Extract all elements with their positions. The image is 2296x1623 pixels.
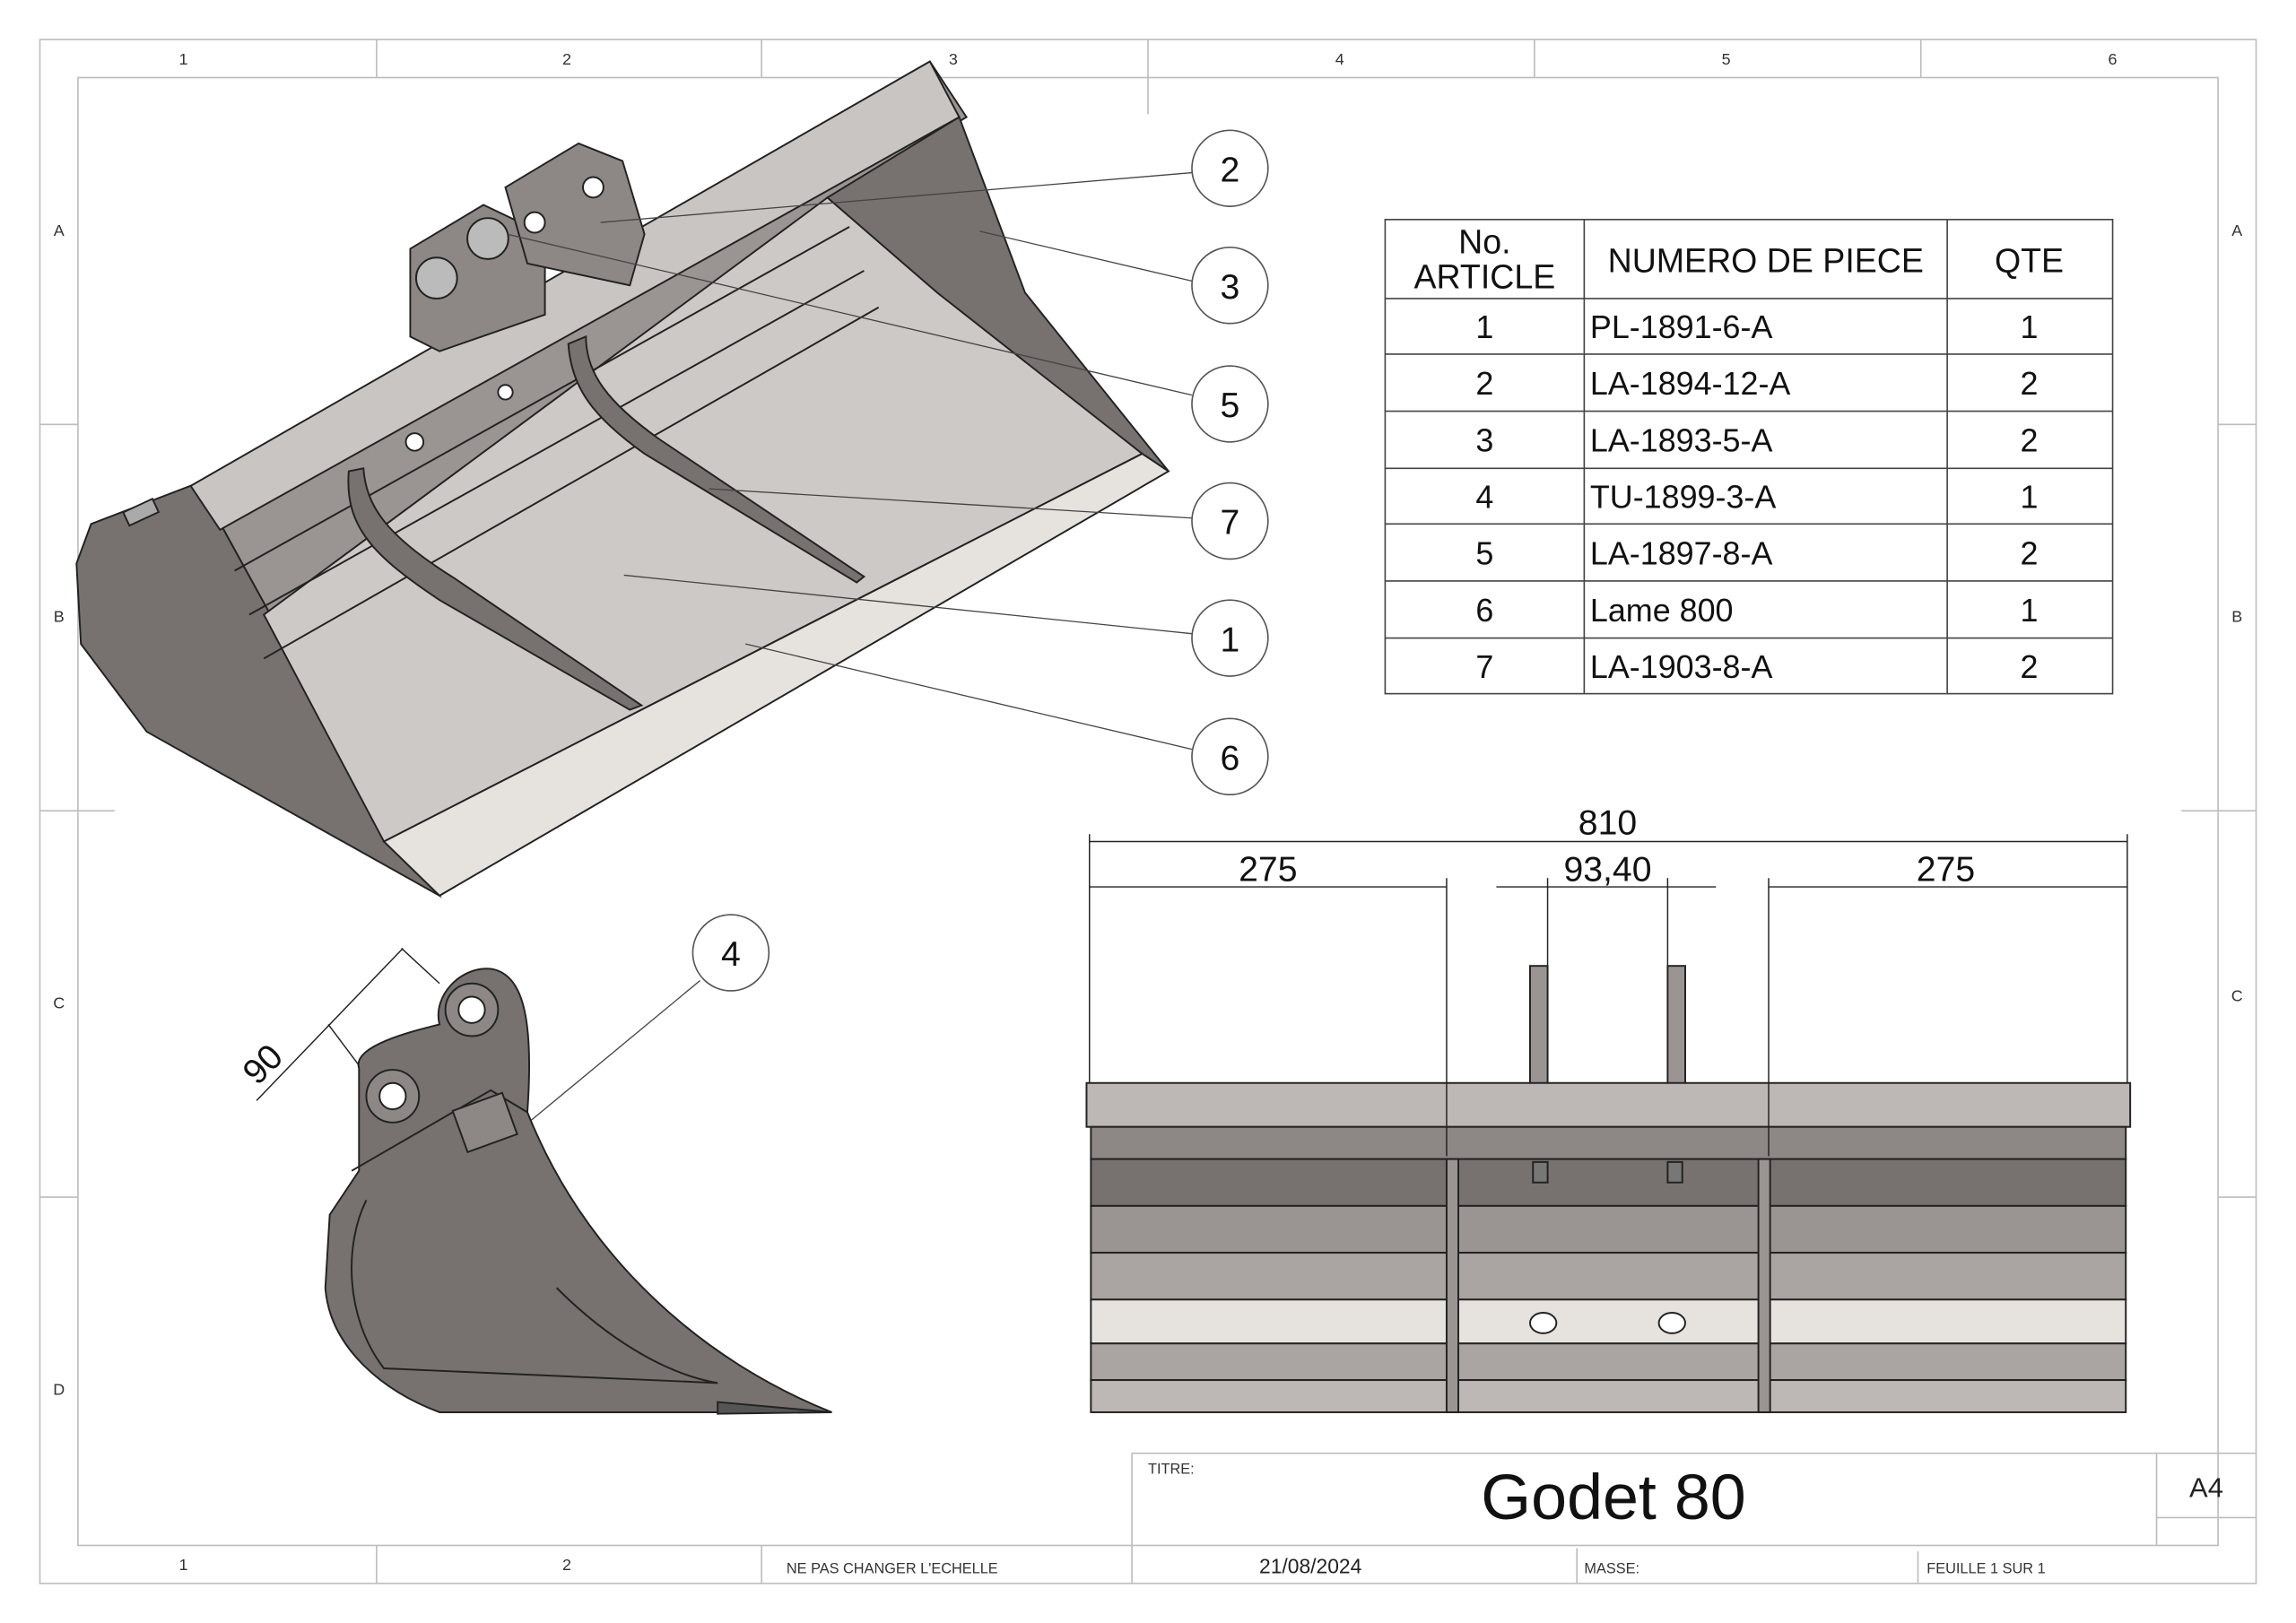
dim-center: 93,40: [1563, 851, 1651, 890]
bom-qty: 2: [2021, 649, 2039, 685]
sheet-frame: 1 2 3 4 5 6 1 2 A B C D A B C: [39, 39, 2257, 1584]
svg-text:90: 90: [236, 1037, 291, 1092]
side-view: [324, 968, 832, 1415]
table-row: 7 LA-1903-8-A 2: [1475, 649, 2038, 685]
header-qty: QTE: [1995, 242, 2064, 280]
zone-row-b: B: [54, 608, 65, 626]
bom-qty: 1: [2021, 593, 2039, 629]
zone-col-3: 3: [949, 50, 958, 68]
svg-text:2: 2: [1221, 151, 1240, 189]
balloon-3: 3: [1191, 247, 1269, 325]
bom-qty: 2: [2021, 536, 2039, 572]
bom-part-number: TU-1899-3-A: [1590, 480, 1777, 516]
table-row: 6 Lame 800 1: [1475, 593, 2038, 629]
svg-text:6: 6: [1221, 739, 1240, 777]
balloon-7: 7: [1191, 482, 1269, 560]
bom-no: 7: [1475, 649, 1493, 685]
bom-no: 3: [1475, 422, 1493, 458]
table-row: 1 PL-1891-6-A 1: [1475, 309, 2038, 345]
header-part-number: NUMERO DE PIECE: [1608, 242, 1924, 280]
svg-text:7: 7: [1221, 504, 1240, 542]
isometric-bucket-view: [75, 60, 1170, 898]
zone-row-d: D: [53, 1380, 65, 1398]
titre-label: TITRE:: [1148, 1462, 1195, 1478]
bom-qty: 2: [2021, 366, 2039, 402]
bom-qty: 1: [2021, 480, 2039, 516]
bucket-blade: [382, 452, 1170, 898]
masse-label: MASSE:: [1584, 1561, 1639, 1577]
svg-text:4: 4: [721, 935, 741, 974]
header-article: ARTICLE: [1414, 258, 1556, 296]
bom-part-number: LA-1893-5-A: [1590, 422, 1773, 458]
svg-text:1: 1: [1221, 621, 1240, 659]
bom-part-number: PL-1891-6-A: [1590, 309, 1773, 345]
title-block: TITRE: Godet 80 A4 NE PAS CHANGER L'ECHE…: [787, 1452, 2257, 1584]
bom-part-number: LA-1897-8-A: [1590, 536, 1773, 572]
table-row: 3 LA-1893-5-A 2: [1475, 422, 2038, 458]
balloons: 2 3 5 7 1 6 4: [691, 129, 1269, 992]
bom-no: 6: [1475, 593, 1493, 629]
front-view: [1085, 965, 2132, 1413]
dim-right: 275: [1917, 851, 1975, 890]
zone-row-c-right: C: [2231, 986, 2243, 1004]
bom-no: 2: [1475, 366, 1493, 402]
table-row: 4 TU-1899-3-A 1: [1475, 480, 2038, 516]
balloon-5: 5: [1191, 365, 1269, 443]
zone-col-1: 1: [178, 50, 187, 68]
svg-text:5: 5: [1221, 386, 1240, 425]
zone-col-6: 6: [2109, 50, 2118, 68]
hitch-plate-left: [409, 204, 546, 352]
sheet-number: FEUILLE 1 SUR 1: [1926, 1561, 2045, 1577]
bom-qty: 2: [2021, 422, 2039, 458]
zone-row-b-right: B: [2231, 608, 2242, 626]
bom-part-number: LA-1903-8-A: [1590, 649, 1773, 685]
table-row: 2 LA-1894-12-A 2: [1475, 366, 2038, 402]
balloon-1: 1: [1191, 599, 1269, 677]
bom-table: No. ARTICLE NUMERO DE PIECE QTE 1 PL-1891…: [1384, 218, 2114, 695]
drawing-title: Godet 80: [1481, 1462, 1745, 1533]
bom-no: 1: [1475, 309, 1493, 345]
header-no: No.: [1458, 222, 1510, 260]
drawing-date: 21/08/2024: [1259, 1555, 1362, 1578]
bom-part-number: LA-1894-12-A: [1590, 366, 1791, 402]
zone-col-2-bottom: 2: [562, 1556, 571, 1574]
bucket-top-rail: [189, 60, 961, 532]
zone-row-a: A: [54, 221, 65, 239]
scale-note: NE PAS CHANGER L'ECHELLE: [787, 1561, 998, 1577]
sheet-size: A4: [2189, 1472, 2223, 1504]
dim-overall: 810: [1578, 803, 1637, 842]
dim-left: 275: [1239, 851, 1297, 890]
bom-no: 4: [1475, 480, 1493, 516]
bom-qty: 1: [2021, 309, 2039, 345]
table-row: 5 LA-1897-8-A 2: [1475, 536, 2038, 572]
zone-col-2: 2: [562, 50, 571, 68]
svg-text:3: 3: [1221, 268, 1240, 307]
tube-section: [451, 1091, 518, 1154]
rib-right: [567, 334, 866, 584]
side-profile: [324, 968, 832, 1413]
front-dimensions: 810 275 93,40 275: [1088, 803, 2128, 1157]
rib-left: [347, 467, 644, 711]
zone-row-c: C: [53, 994, 65, 1012]
hitch-plate-right: [504, 142, 646, 287]
balloon-6: 6: [1191, 717, 1269, 796]
zone-row-a-right: A: [2231, 221, 2242, 239]
zone-col-1-bottom: 1: [178, 1556, 187, 1574]
zone-col-4: 4: [1335, 50, 1344, 68]
bom-no: 5: [1475, 536, 1493, 572]
zone-col-5: 5: [1722, 50, 1731, 68]
bom-part-number: Lame 800: [1590, 593, 1734, 629]
balloon-2: 2: [1191, 129, 1269, 207]
balloon-4: 4: [691, 914, 770, 992]
